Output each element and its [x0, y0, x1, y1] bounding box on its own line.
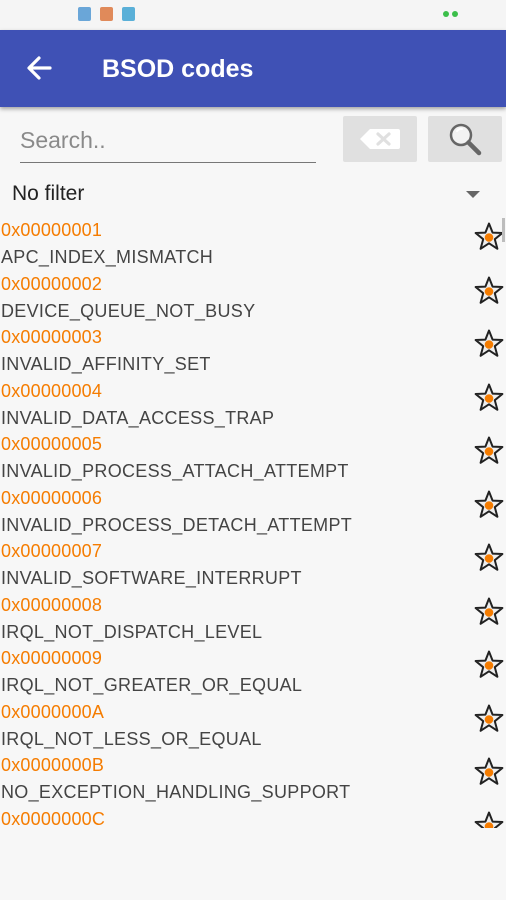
app-bar: BSOD codes [0, 30, 506, 107]
error-name: INVALID_DATA_ACCESS_TRAP [1, 407, 275, 428]
list-item[interactable]: 0x0000000C [0, 805, 506, 829]
scrollbar-thumb[interactable] [502, 218, 505, 242]
error-code: 0x00000009 [1, 648, 103, 668]
magnifier-icon [449, 123, 482, 156]
notification-icon-1 [78, 7, 91, 21]
search-input[interactable] [20, 122, 316, 163]
notification-icon-3 [122, 7, 135, 21]
favorite-star-icon[interactable] [473, 756, 505, 788]
favorite-star-icon[interactable] [473, 810, 505, 828]
notification-icon-2 [100, 7, 113, 21]
filter-selected-value: No filter [12, 182, 85, 205]
error-name: INVALID_SOFTWARE_INTERRUPT [1, 568, 302, 588]
error-code: 0x00000004 [1, 380, 103, 401]
favorite-star-icon[interactable] [473, 542, 505, 574]
error-name: IRQL_NOT_LESS_OR_EQUAL [1, 728, 262, 749]
error-code: 0x00000005 [1, 434, 103, 454]
favorite-star-icon[interactable] [473, 703, 505, 735]
error-name: IRQL_NOT_GREATER_OR_EQUAL [1, 675, 303, 695]
page-title: BSOD codes [102, 55, 254, 83]
search-button[interactable] [428, 116, 502, 162]
favorite-star-icon[interactable] [473, 275, 505, 307]
error-code: 0x00000007 [1, 541, 103, 561]
backspace-icon [360, 129, 400, 149]
favorite-star-icon[interactable] [473, 221, 505, 253]
error-name: INVALID_AFFINITY_SET [1, 354, 211, 374]
error-code: 0x00000006 [1, 487, 103, 508]
error-code: 0x00000001 [1, 220, 103, 240]
error-code: 0x0000000B [1, 755, 105, 775]
dropdown-arrow-icon [466, 191, 480, 198]
list-item[interactable]: 0x0000000B NO_EXCEPTION_HANDLING_SUPPORT [0, 751, 506, 805]
error-name: INVALID_PROCESS_DETACH_ATTEMPT [1, 514, 353, 535]
favorite-star-icon[interactable] [473, 489, 505, 521]
back-button[interactable] [22, 52, 58, 84]
error-name: APC_INDEX_MISMATCH [1, 247, 214, 267]
error-code: 0x00000008 [1, 594, 103, 615]
list-item[interactable]: 0x0000000A IRQL_NOT_LESS_OR_EQUAL [0, 698, 506, 752]
status-bar [0, 0, 506, 30]
status-dots-icon [443, 11, 458, 17]
error-code: 0x0000000C [1, 808, 106, 829]
error-name: DEVICE_QUEUE_NOT_BUSY [1, 300, 256, 321]
favorite-star-icon[interactable] [473, 435, 505, 467]
clear-button[interactable] [343, 116, 417, 162]
favorite-star-icon[interactable] [473, 382, 505, 414]
favorite-star-icon[interactable] [473, 596, 505, 628]
error-name: NO_EXCEPTION_HANDLING_SUPPORT [1, 782, 351, 802]
error-name: IRQL_NOT_DISPATCH_LEVEL [1, 621, 263, 642]
error-code: 0x00000003 [1, 327, 103, 347]
error-code: 0x00000002 [1, 273, 103, 294]
favorite-star-icon[interactable] [473, 328, 505, 360]
arrow-left-icon [27, 56, 52, 80]
filter-dropdown[interactable]: No filter [0, 178, 506, 212]
error-code: 0x0000000A [1, 701, 105, 722]
error-name: INVALID_PROCESS_ATTACH_ATTEMPT [1, 461, 349, 481]
favorite-star-icon[interactable] [473, 649, 505, 681]
